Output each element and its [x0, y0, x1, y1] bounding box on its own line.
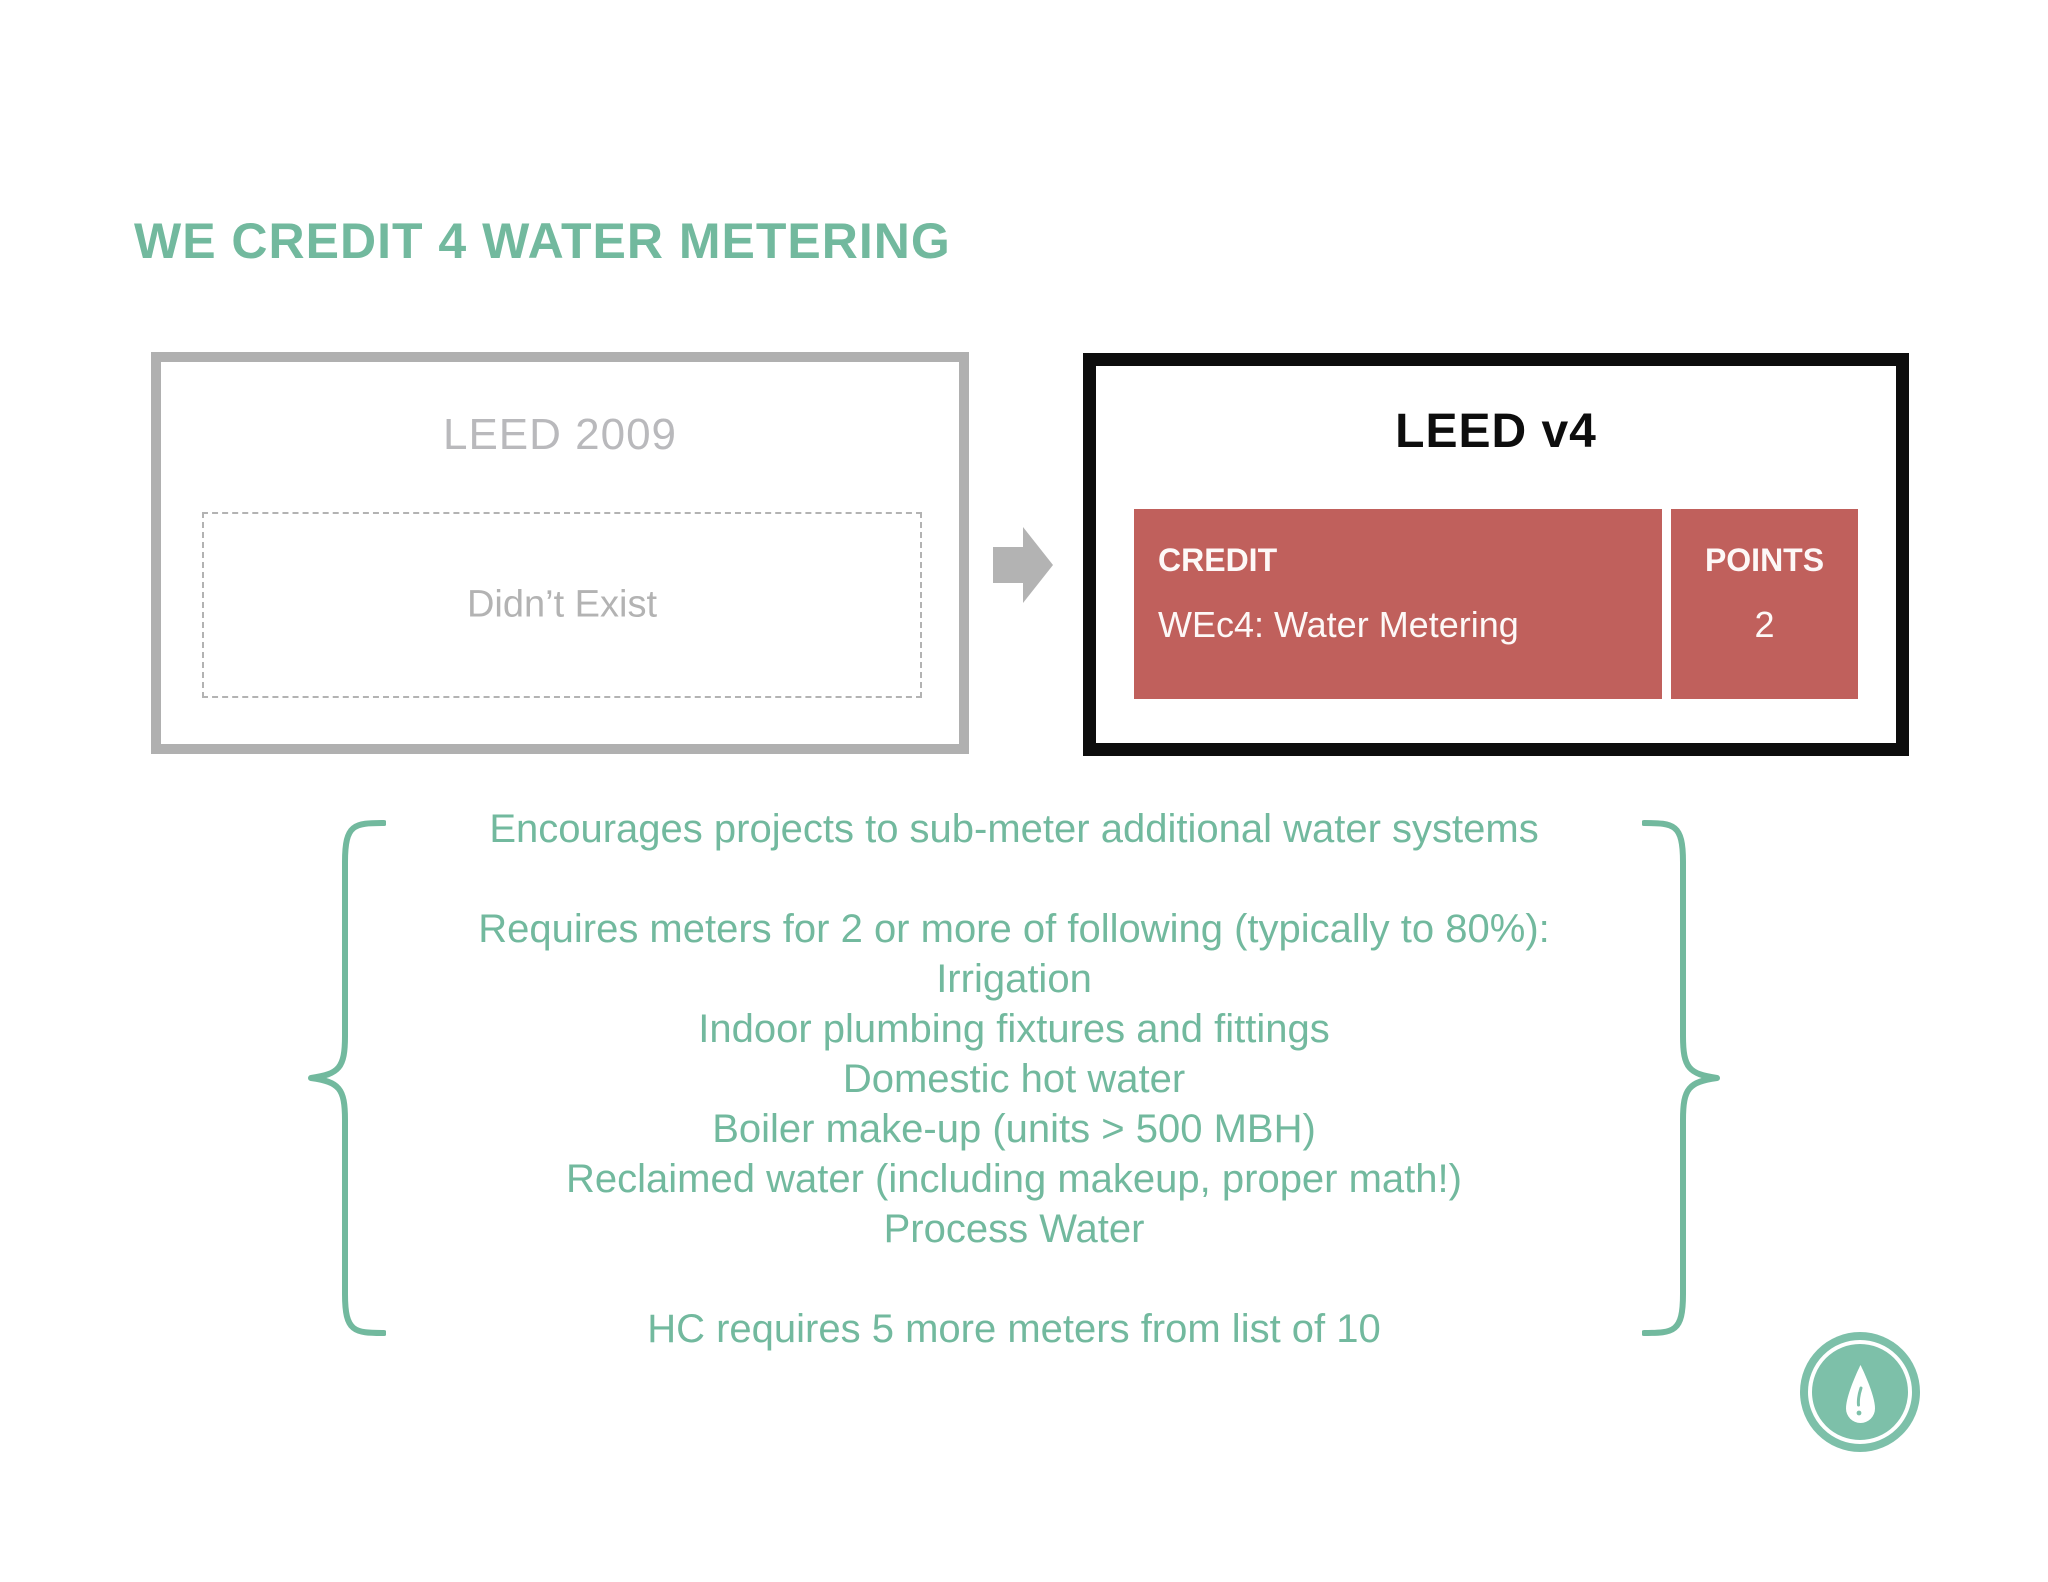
note-line: Requires meters for 2 or more of followi… — [478, 907, 1550, 951]
page-title-emphasis: WATER METERING — [482, 212, 951, 269]
right-brace-icon — [1642, 820, 1720, 1336]
leed-v4-heading: LEED v4 — [1395, 405, 1597, 458]
note-line: Indoor plumbing fixtures and fittings — [698, 1007, 1330, 1051]
leed-2009-box: LEED 2009 Didn’t Exist — [151, 352, 969, 754]
note-line: Domestic hot water — [842, 1057, 1186, 1101]
note-line: HC requires 5 more meters from list of 1… — [647, 1307, 1381, 1351]
leed-2009-heading: LEED 2009 — [442, 410, 678, 459]
didnt-exist-dashed-box: Didn’t Exist — [202, 512, 922, 698]
water-drop-logo — [1800, 1332, 1920, 1452]
notes-text: Encourages projects to sub-meter additio… — [364, 804, 1664, 1354]
water-drop-logo-icon — [1800, 1332, 1920, 1452]
credit-points-table: CREDIT WEc4: Water Metering POINTS 2 — [1134, 509, 1858, 699]
credit-cell: CREDIT WEc4: Water Metering — [1134, 509, 1662, 699]
note-line: Irrigation — [936, 957, 1092, 1001]
left-brace-icon — [308, 820, 386, 1336]
didnt-exist-label: Didn’t Exist — [466, 583, 658, 626]
points-cell: POINTS 2 — [1671, 509, 1858, 699]
note-line: Process Water — [883, 1207, 1145, 1251]
notes-block: Encourages projects to sub-meter additio… — [304, 804, 1724, 1360]
note-line: Boiler make-up (units > 500 MBH) — [712, 1107, 1316, 1151]
credit-value: WEc4: Water Metering — [1158, 604, 1519, 645]
note-spacer — [364, 1254, 1664, 1304]
credit-header: CREDIT — [1158, 542, 1278, 578]
page-title-prefix: WE CREDIT 4 — [134, 212, 483, 269]
note-spacer — [364, 854, 1664, 904]
note-line: Reclaimed water (including makeup, prope… — [566, 1157, 1462, 1201]
leed-v4-box: LEED v4 CREDIT WEc4: Water Metering POIN… — [1083, 353, 1909, 756]
right-arrow-icon — [993, 527, 1053, 603]
points-header: POINTS — [1704, 542, 1825, 578]
table-divider — [1662, 509, 1671, 699]
page-title: WE CREDIT 4 WATER METERING — [134, 212, 951, 269]
note-line: Encourages projects to sub-meter additio… — [489, 807, 1539, 851]
points-value: 2 — [1754, 604, 1775, 645]
